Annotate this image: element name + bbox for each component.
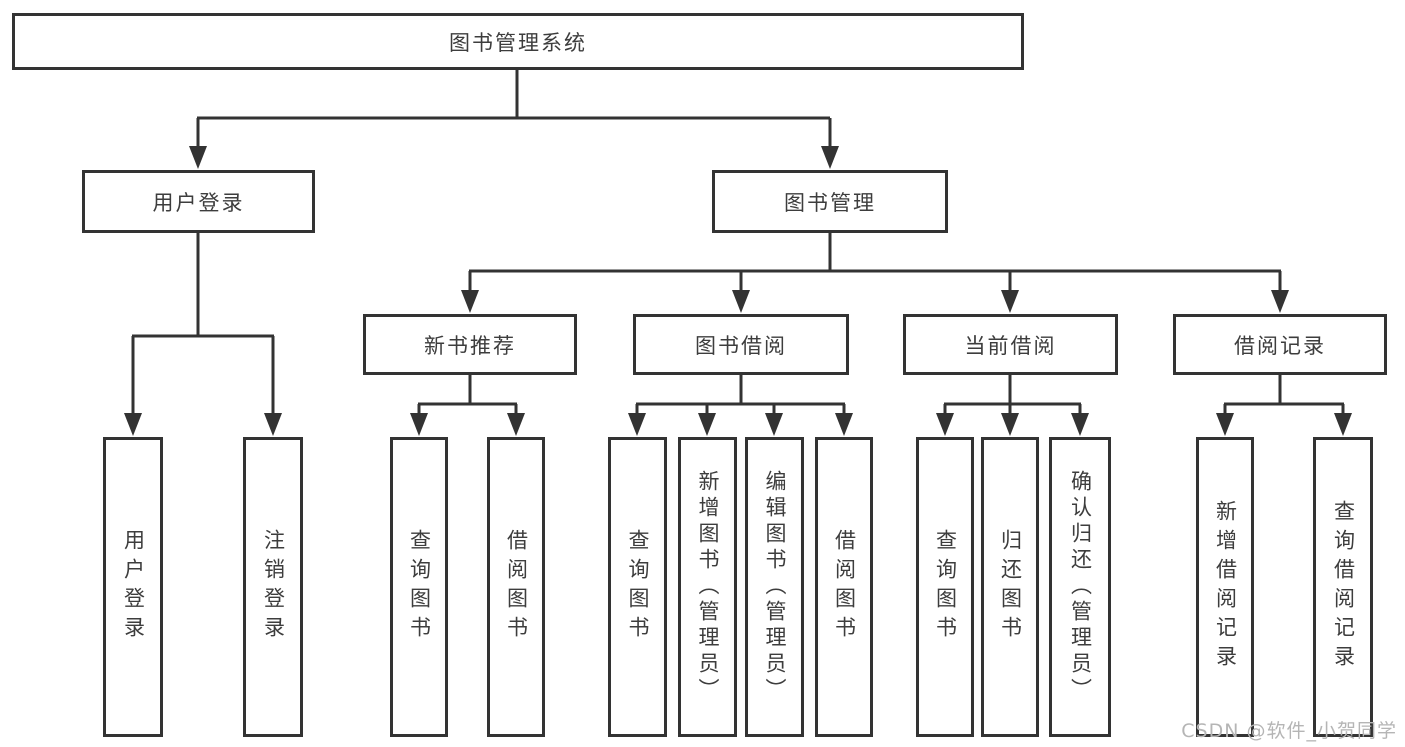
node-add-books-admin: 新增图书（管理员）	[678, 437, 737, 737]
node-user-login-leaf: 用户登录	[103, 437, 163, 737]
node-new-book-recommendation: 新书推荐	[363, 314, 577, 375]
node-borrow-books-recommend: 借阅图书	[487, 437, 545, 737]
node-add-borrow-record: 新增借阅记录	[1196, 437, 1254, 737]
node-return-books: 归还图书	[981, 437, 1039, 737]
node-library-management-system: 图书管理系统	[12, 13, 1024, 70]
node-query-books-recommend: 查询图书	[390, 437, 448, 737]
node-borrowing-records: 借阅记录	[1173, 314, 1387, 375]
node-logout: 注销登录	[243, 437, 303, 737]
node-book-borrowing: 图书借阅	[633, 314, 849, 375]
node-query-books-borrowing: 查询图书	[608, 437, 667, 737]
node-query-books-current: 查询图书	[916, 437, 974, 737]
node-confirm-return-admin: 确认归还（管理员）	[1049, 437, 1111, 737]
node-borrow-books-leaf: 借阅图书	[815, 437, 873, 737]
node-current-borrowing: 当前借阅	[903, 314, 1118, 375]
node-edit-books-admin: 编辑图书（管理员）	[745, 437, 804, 737]
csdn-watermark: CSDN @软件_小贺同学	[1181, 720, 1397, 742]
node-book-management: 图书管理	[712, 170, 948, 233]
node-user-login: 用户登录	[82, 170, 315, 233]
node-query-borrow-record: 查询借阅记录	[1313, 437, 1373, 737]
